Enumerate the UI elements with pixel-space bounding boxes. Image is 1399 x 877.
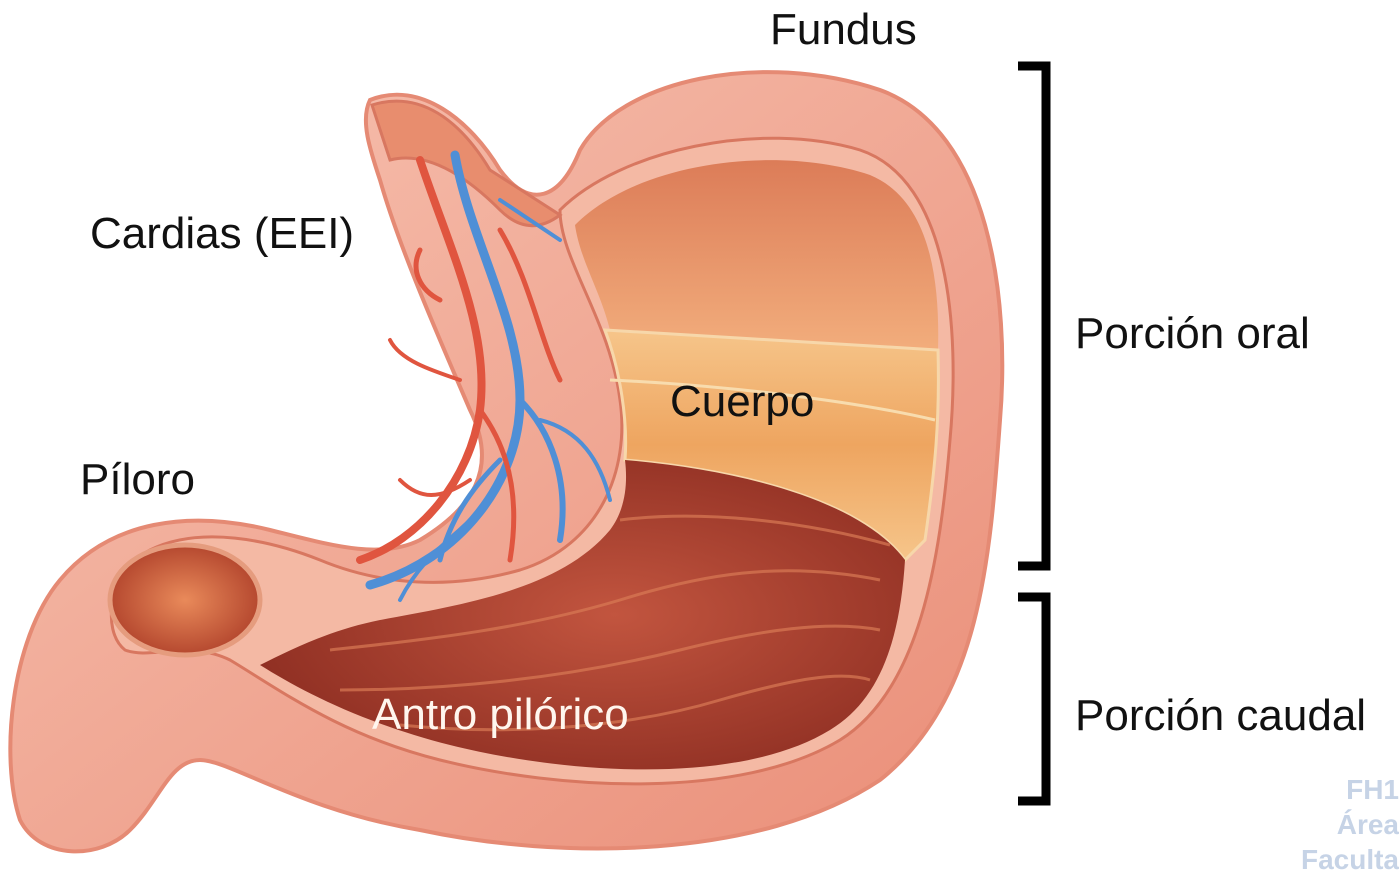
label-porcion-oral: Porción oral <box>1075 312 1310 356</box>
label-cardias: Cardias (EEI) <box>90 212 354 256</box>
label-porcion-caudal: Porción caudal <box>1075 694 1366 738</box>
fundus-lining <box>575 160 938 350</box>
pylorus-opening <box>110 545 260 655</box>
label-piloro: Píloro <box>80 458 195 502</box>
watermark-line: Área <box>1289 807 1399 842</box>
watermark: FH1 Área Faculta <box>1289 772 1399 877</box>
oral-bracket <box>1018 66 1046 566</box>
label-cuerpo: Cuerpo <box>670 380 814 424</box>
label-antro-pilorico: Antro pilórico <box>372 693 629 737</box>
label-fundus: Fundus <box>770 8 917 52</box>
caudal-bracket <box>1018 597 1046 801</box>
watermark-line: FH1 <box>1289 772 1399 807</box>
